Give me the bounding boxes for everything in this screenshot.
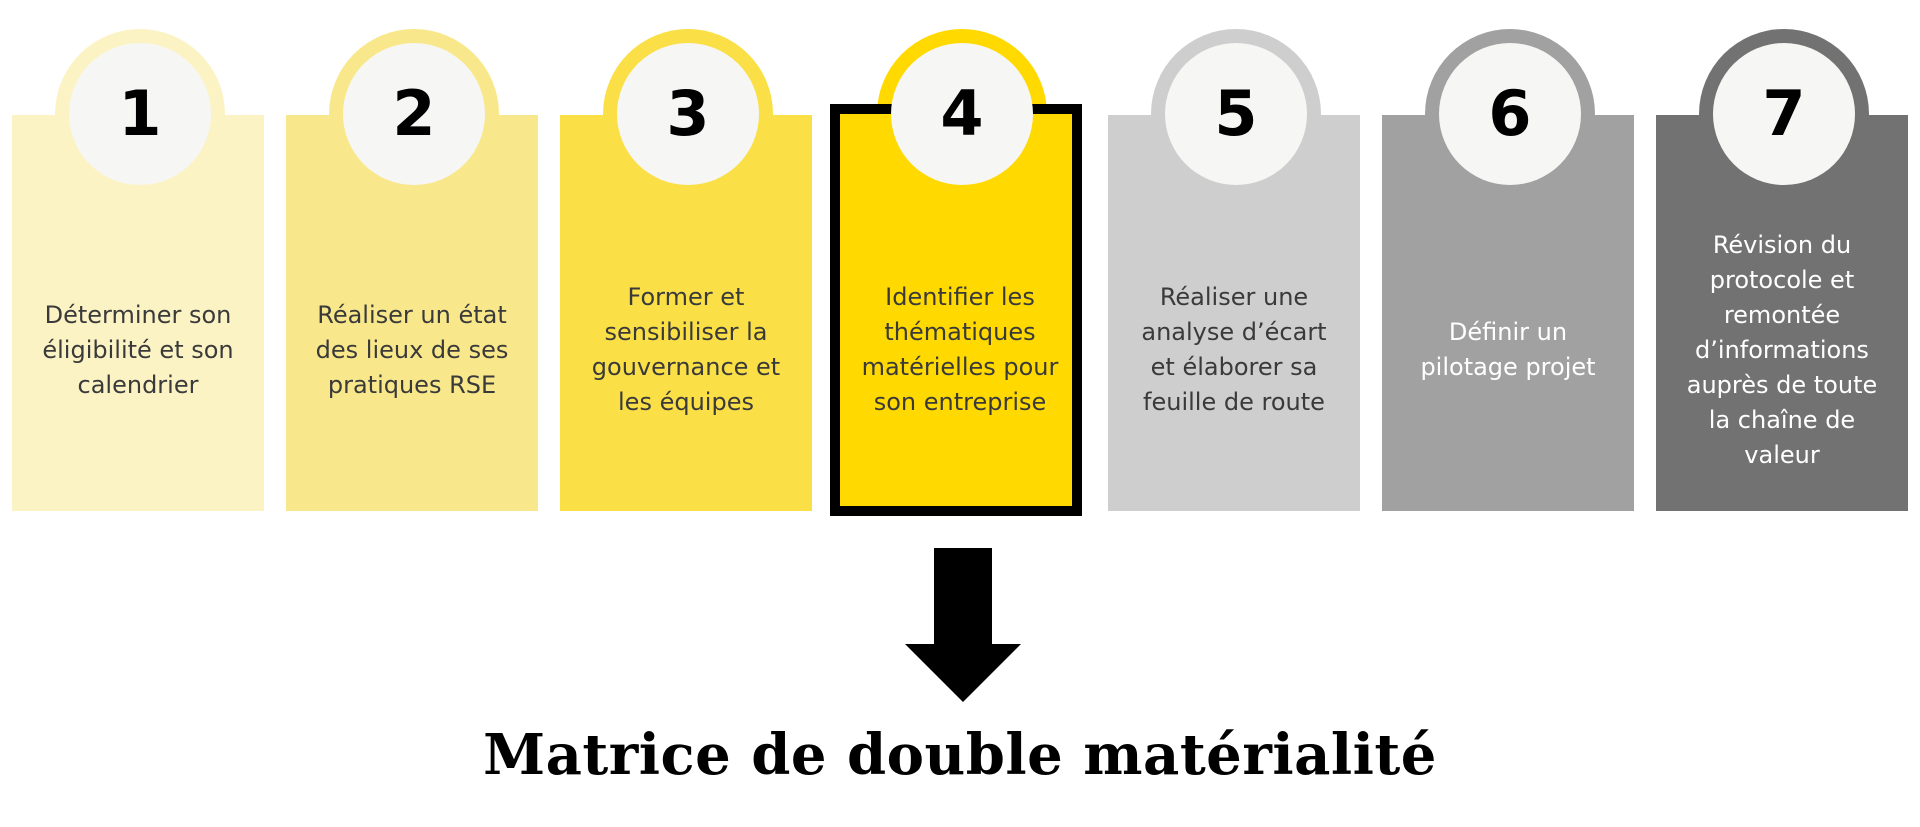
step-4-text: Identifier les thématiques matérielles p… [861, 283, 1059, 416]
down-arrow-shape [905, 548, 1021, 702]
step-6-text: Définir un pilotage projet [1420, 318, 1596, 381]
step-1-number: 1 [118, 77, 162, 150]
step-6-badge: 6 [1439, 43, 1581, 185]
step-5-text: Réaliser une analyse d’écart et élaborer… [1141, 283, 1327, 416]
step-7-badge: 7 [1713, 43, 1855, 185]
step-5-badge: 5 [1165, 43, 1307, 185]
step-3-card: 3 Former et sensibiliser la gouvernance … [560, 0, 816, 520]
step-6-number: 6 [1488, 77, 1532, 150]
step-1-card: 1 Déterminer son éligibilité et son cale… [12, 0, 268, 520]
step-4-badge: 4 [891, 43, 1033, 185]
step-2-text: Réaliser un état des lieux de ses pratiq… [315, 300, 509, 399]
process-steps: 1 Déterminer son éligibilité et son cale… [12, 0, 1912, 520]
step-3-badge: 3 [617, 43, 759, 185]
step-2-number: 2 [392, 77, 436, 150]
down-arrow-icon [905, 548, 1021, 702]
step-5-card: 5 Réaliser une analyse d’écart et élabor… [1108, 0, 1364, 520]
step-6-card: 6 Définir un pilotage projet [1382, 0, 1638, 520]
step-3-text: Former et sensibiliser la gouvernance et… [591, 283, 781, 416]
step-7-number: 7 [1762, 77, 1806, 150]
step-4-box [830, 104, 1082, 516]
step-7-card: 7 Révision du protocole et remontée d’in… [1656, 0, 1912, 520]
step-1-text: Déterminer son éligibilité et son calend… [42, 300, 234, 399]
step-7-text: Révision du protocole et remontée d’info… [1686, 230, 1878, 469]
step-4-card: 4 Identifier les thématiques matérielles… [830, 0, 1090, 520]
step-2-badge: 2 [343, 43, 485, 185]
step-5-number: 5 [1214, 77, 1258, 150]
result-title: Matrice de double matérialité [483, 722, 1437, 788]
step-4-number: 4 [940, 77, 984, 150]
step-2-card: 2 Réaliser un état des lieux de ses prat… [286, 0, 542, 520]
step-3-number: 3 [666, 77, 710, 150]
step-1-badge: 1 [69, 43, 211, 185]
